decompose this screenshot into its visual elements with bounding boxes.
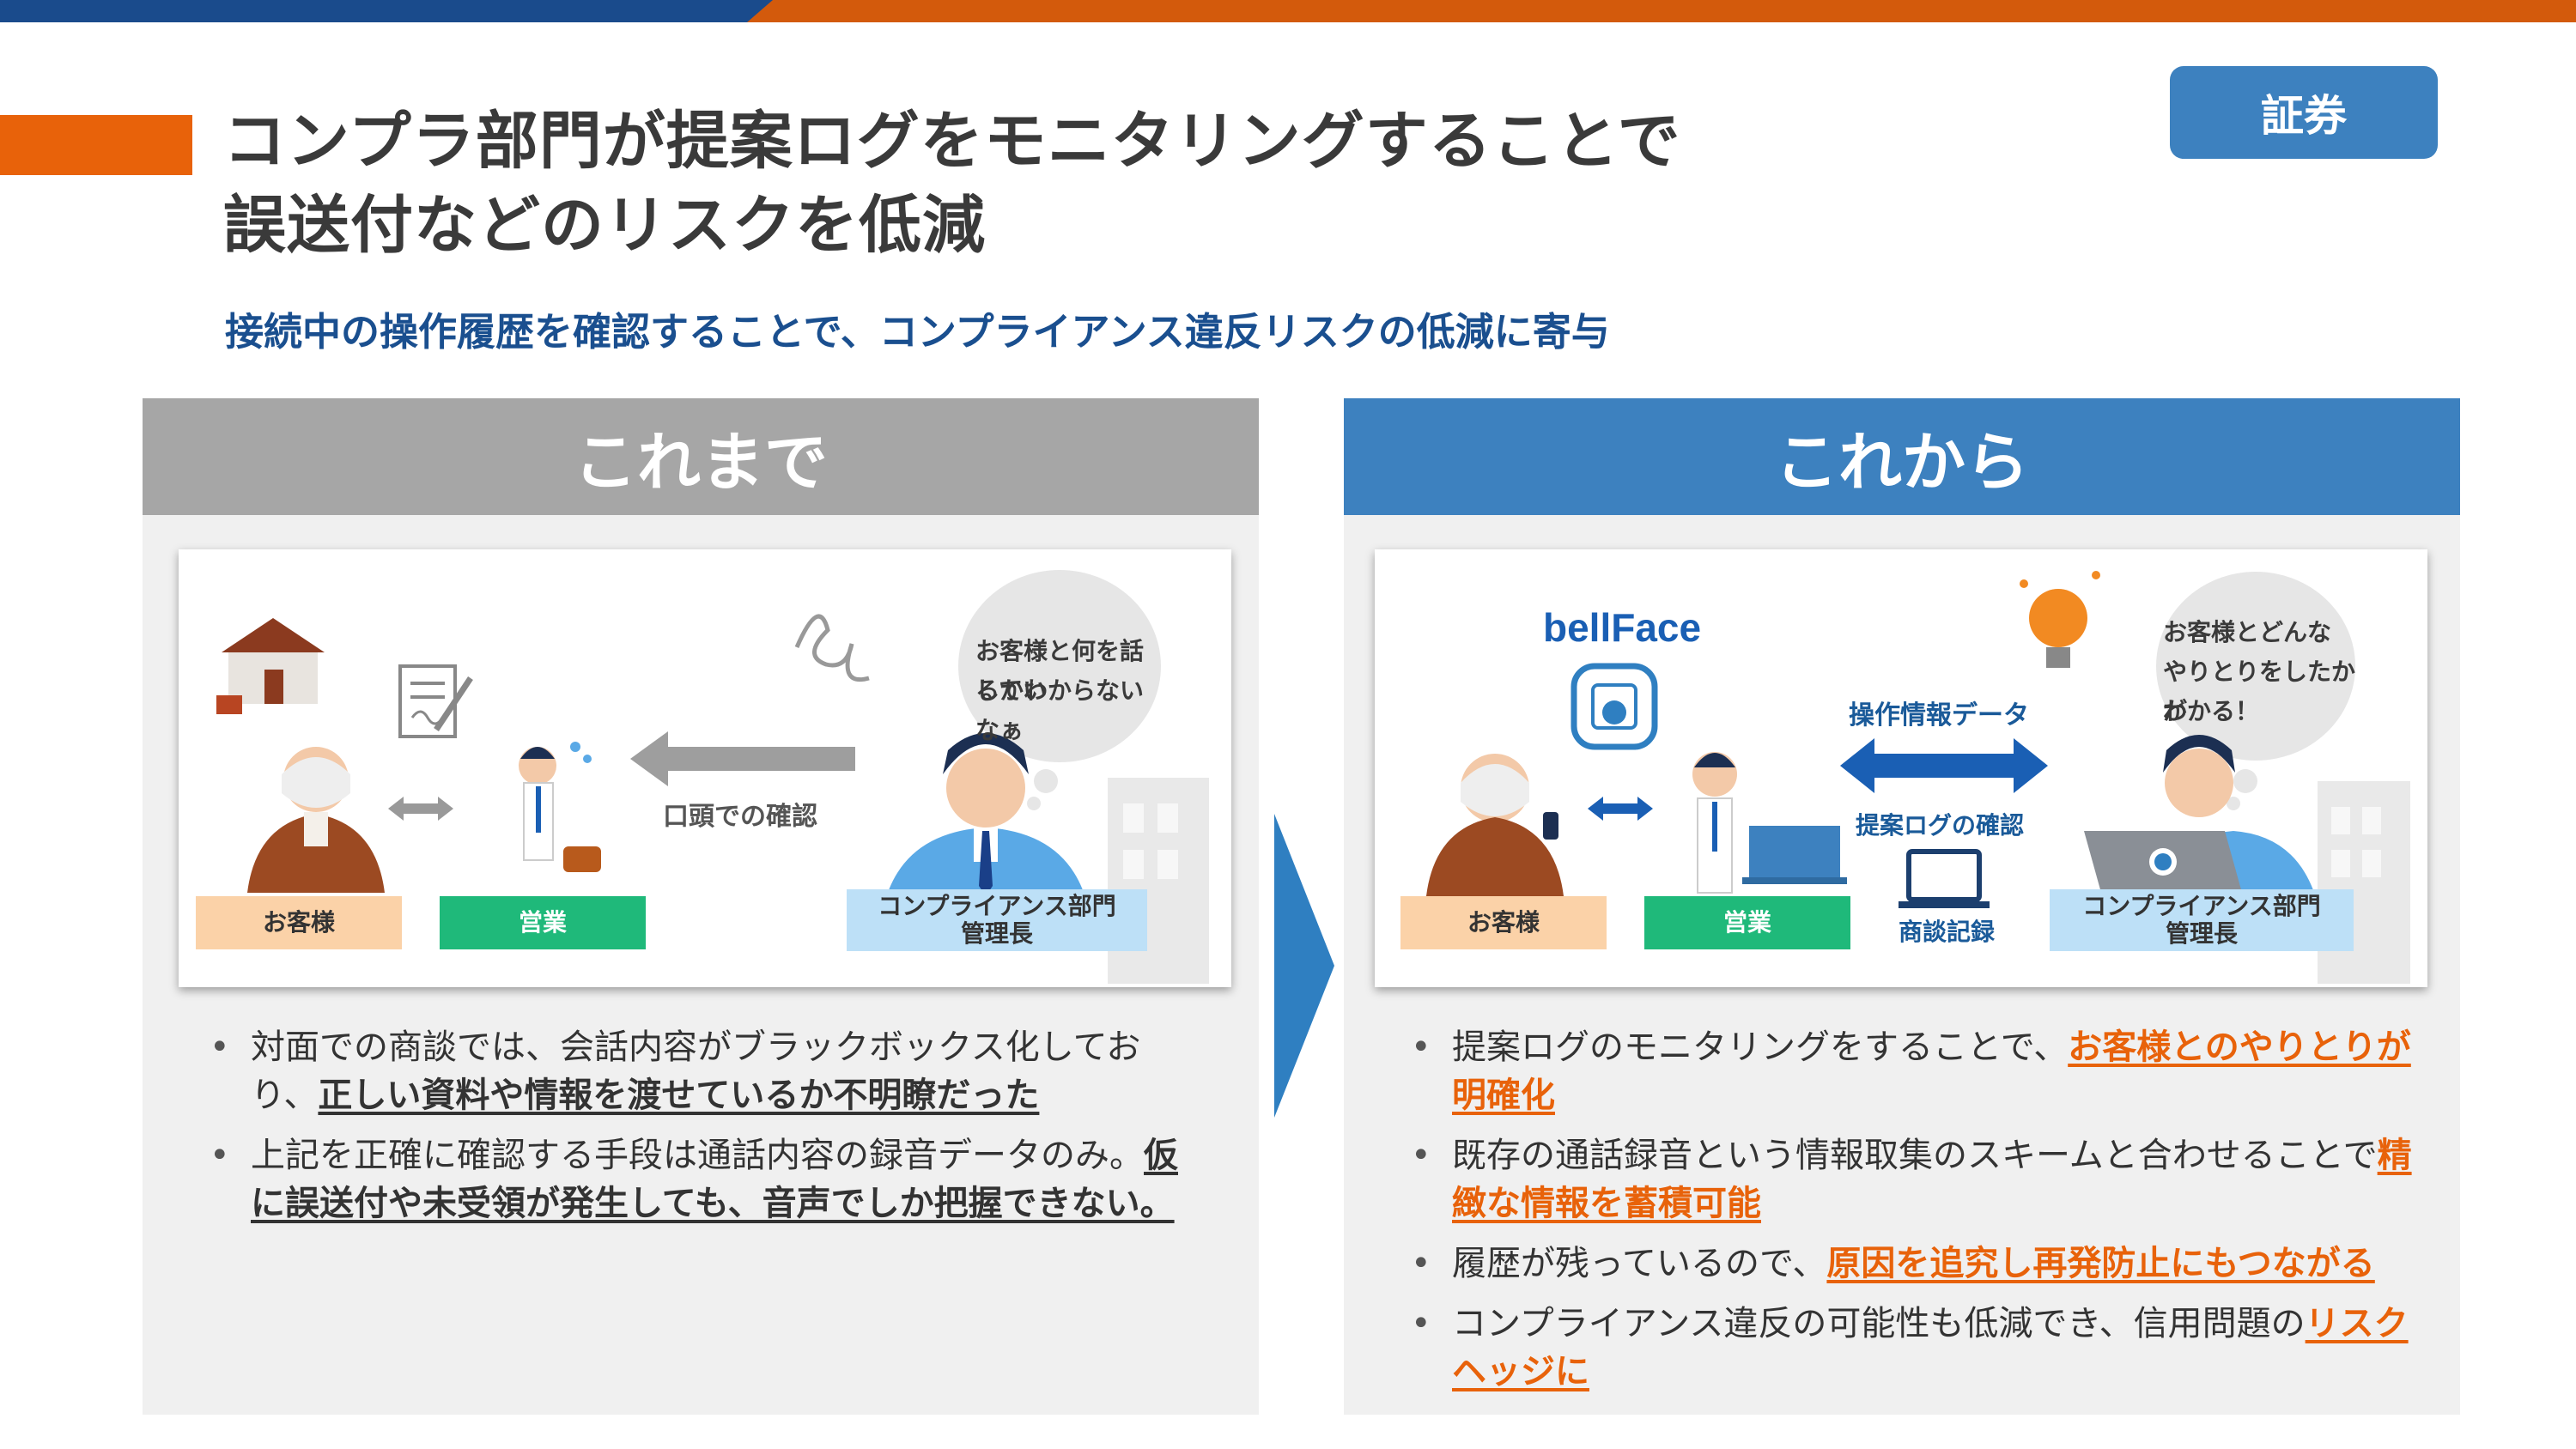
title-accent-bar (0, 115, 192, 175)
before-illustration-card: お客様と何を話してい るかわからないなぁ 口頭での確認 お客様 営業 コンプライ… (179, 549, 1231, 987)
chevron-right-icon (1274, 814, 1334, 1118)
log-check-label: 提案ログの確認 (1856, 811, 2025, 840)
compliance-label-line1: コンプライアンス部門 (878, 892, 1116, 920)
sales-person-icon (1692, 752, 1737, 894)
after-illustration-card: bellFace お客様とどんな やりとりをしたかが わかる！ 操作情報データ … (1375, 549, 2427, 987)
customer-person-icon (1426, 754, 1564, 896)
verbal-check-label: 口頭での確認 (663, 802, 817, 832)
after-panel: これから (1344, 398, 2460, 1415)
bidirectional-arrow-icon (388, 797, 453, 821)
after-bullet-4: コンプライアンス違反の可能性も低減でき、信用問題のリスクヘッジに (1399, 1300, 2421, 1396)
after-bullet-2: 既存の通話録音という情報取集のスキームと合わせることで精緻な情報を蓄積可能 (1399, 1131, 2421, 1228)
laptop-icon (1742, 826, 1847, 884)
after-illustration (1426, 571, 2410, 984)
sales-person-icon (519, 742, 601, 872)
page-title-line1: コンプラ部門が提案ログをモニタリングすることで (223, 105, 1681, 178)
after-heading: これから (1344, 398, 2460, 515)
compliance-label-line2: 管理長 (2165, 919, 2238, 948)
building-icon (2318, 781, 2410, 984)
speech-bubble-icon (2156, 572, 2355, 810)
compliance-label-line1: コンプライアンス部門 (2082, 892, 2321, 920)
sales-label: 営業 (440, 896, 646, 949)
page-title-line2: 誤送付などのリスクを低減 (223, 189, 986, 262)
after-bullet-3: 履歴が残っているので、原因を追究し再発防止にもつながる (1399, 1240, 2421, 1288)
top-color-bar (0, 0, 2576, 22)
before-bullet-list: 対面での商談では、会話内容がブラックボックス化してお り、正しい資料や情報を渡せ… (197, 1023, 1211, 1240)
data-flow-arrow-icon (1840, 738, 2048, 793)
customer-label: お客様 (196, 896, 402, 949)
left-arrow-icon (630, 731, 855, 786)
after-bullet-1: 提案ログのモニタリングをすることで、お客様とのやりとりが明確化 (1399, 1023, 2421, 1119)
before-bullet-2: 上記を正確に確認する手段は通話内容の録音データのみ。仮に誤送付や未受領が発生して… (197, 1131, 1211, 1228)
bubble-line3: わかる！ (2163, 697, 2260, 725)
bubble-line1: お客様とどんな (2163, 618, 2332, 646)
lightbulb-icon (2020, 571, 2100, 668)
house-icon (216, 618, 325, 714)
bellface-logo: bellFace (1543, 605, 1702, 650)
after-bullet-list: 提案ログのモニタリングをすることで、お客様とのやりとりが明確化 既存の通話録音と… (1399, 1023, 2421, 1408)
before-panel: これまで (143, 398, 1259, 1415)
bubble-line2: るかわからないなぁ (975, 676, 1145, 744)
record-label: 商談記録 (1899, 918, 1996, 946)
page-subtitle: 接続中の操作履歴を確認することで、コンプライアンス違反リスクの低減に寄与 (225, 309, 1610, 355)
manager-person-icon (2084, 735, 2319, 910)
scribble-icon (794, 614, 870, 682)
compliance-label: コンプライアンス部門 管理長 (2050, 889, 2354, 951)
data-flow-label: 操作情報データ (1849, 700, 2029, 731)
before-heading: これまで (143, 398, 1259, 515)
bidirectional-arrow-icon (1588, 797, 1653, 821)
bubble-line2: やりとりをしたかが (2163, 658, 2356, 725)
customer-label: お客様 (1400, 896, 1607, 949)
compliance-label: コンプライアンス部門 管理長 (847, 889, 1147, 951)
bellface-device-icon (1571, 663, 1658, 750)
before-bullet-1: 対面での商談では、会話内容がブラックボックス化してお り、正しい資料や情報を渡せ… (197, 1023, 1211, 1119)
category-badge: 証券 (2170, 66, 2438, 159)
speech-bubble-icon (958, 570, 1161, 810)
before-illustration (216, 570, 1209, 984)
record-laptop-icon (1899, 849, 1990, 908)
document-icon (398, 664, 473, 738)
compliance-label-line2: 管理長 (960, 919, 1033, 948)
sales-label: 営業 (1644, 896, 1850, 949)
building-icon (1108, 778, 1209, 984)
bubble-line1: お客様と何を話してい (975, 637, 1145, 705)
customer-person-icon (247, 747, 385, 893)
